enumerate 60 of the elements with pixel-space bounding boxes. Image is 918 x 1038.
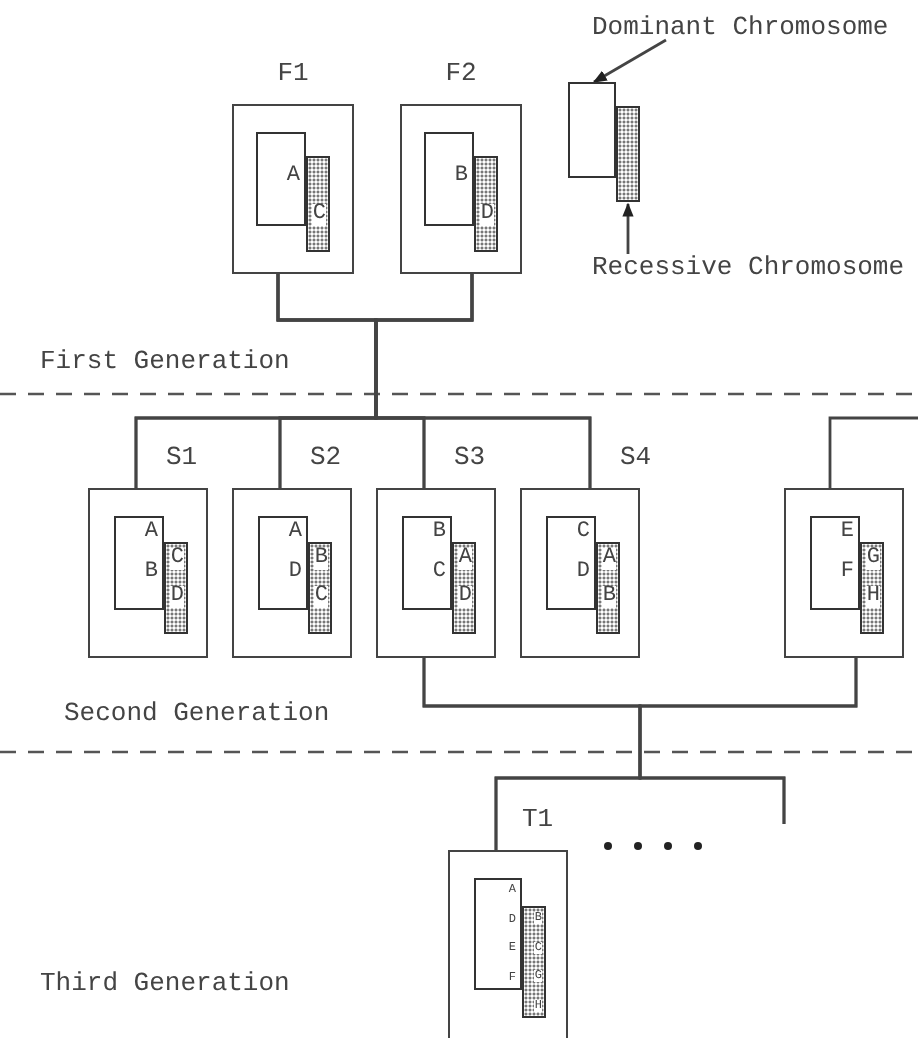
gene-letter: B xyxy=(432,522,446,544)
chromosome xyxy=(402,516,452,610)
gene-letter: C xyxy=(314,585,328,607)
callout-text: Dominant Chromosome xyxy=(592,12,912,44)
individual-box xyxy=(784,488,904,658)
gene-letter: E xyxy=(840,522,854,544)
gene-letter: D xyxy=(576,562,590,584)
gene-letter: A xyxy=(144,522,158,544)
callout-text: Recessive Chromosome xyxy=(592,252,916,284)
lineage-line xyxy=(828,416,918,488)
gene-letter: C xyxy=(432,562,446,584)
individual-label: F2 xyxy=(445,58,477,90)
shaded-chromosome xyxy=(308,542,332,634)
gene-letter: D xyxy=(480,204,494,227)
shaded-chromosome xyxy=(860,542,884,634)
individual-label: F1 xyxy=(277,58,309,90)
generation-label: Second Generation xyxy=(64,698,330,730)
gene-letter: B xyxy=(144,562,158,584)
shaded-chromosome xyxy=(306,156,330,252)
individual-label: S3 xyxy=(454,442,486,474)
individual-label: S4 xyxy=(620,442,652,474)
chromosome xyxy=(474,878,522,990)
individual-label: S2 xyxy=(310,442,342,474)
gene-letter: D xyxy=(170,585,184,607)
gene-letter: H xyxy=(866,585,880,607)
shaded-chromosome xyxy=(616,106,640,202)
lineage-line xyxy=(638,658,858,824)
lineage-line xyxy=(374,274,592,488)
gene-letter: A xyxy=(288,522,302,544)
shaded-chromosome xyxy=(474,156,498,252)
gene-letter: A xyxy=(286,166,300,188)
leader-line xyxy=(622,202,634,254)
gene-letter: B xyxy=(314,548,328,570)
gene-letter: C xyxy=(312,204,326,227)
gene-letter: B xyxy=(602,585,616,607)
shaded-chromosome xyxy=(522,906,546,1018)
gene-letter: D xyxy=(288,562,302,584)
individual-label: T1 xyxy=(522,804,554,836)
gene-letter: C xyxy=(576,522,590,544)
chromosome xyxy=(546,516,596,610)
shaded-chromosome xyxy=(164,542,188,634)
gene-letter: D xyxy=(458,585,472,607)
chromosome xyxy=(258,516,308,610)
generation-label: First Generation xyxy=(40,346,290,378)
chromosome xyxy=(424,132,474,226)
gene-letter: F xyxy=(840,562,854,584)
gene-letter: A xyxy=(458,548,472,570)
individual-label: S1 xyxy=(166,442,198,474)
chromosome xyxy=(114,516,164,610)
chromosome xyxy=(810,516,860,610)
chromosome xyxy=(568,82,616,178)
leader-line xyxy=(592,38,667,84)
chromosome xyxy=(256,132,306,226)
gene-letter: C xyxy=(170,548,184,570)
shaded-chromosome xyxy=(596,542,620,634)
shaded-chromosome xyxy=(452,542,476,634)
gene-letter: G xyxy=(866,548,880,570)
generation-label: Third Generation xyxy=(40,968,290,1000)
gene-letter: A xyxy=(602,548,616,570)
gene-letter: B xyxy=(454,166,468,188)
